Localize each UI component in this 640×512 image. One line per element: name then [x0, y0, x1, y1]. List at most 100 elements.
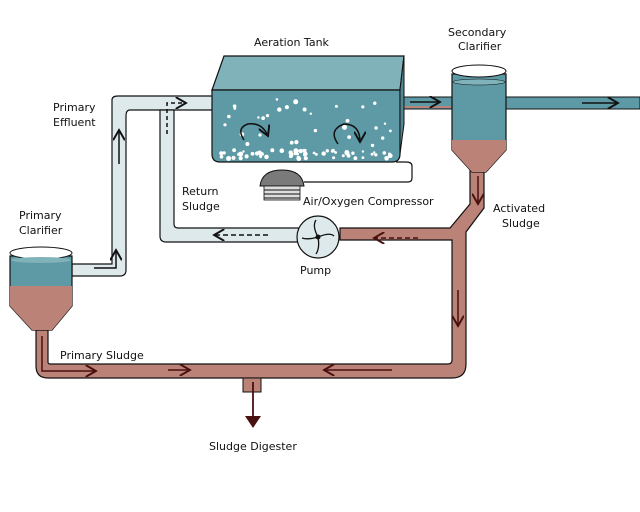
- bubble: [370, 143, 375, 148]
- bubble: [223, 123, 227, 127]
- bubble: [382, 151, 387, 155]
- bubble: [244, 154, 249, 159]
- bubble: [265, 114, 270, 118]
- bubble: [233, 107, 237, 110]
- bubble: [341, 154, 345, 158]
- bubble: [309, 112, 312, 115]
- bubble: [275, 98, 279, 101]
- activated-sludge-pipe: [35, 169, 485, 379]
- label-secondary-clarifier-1: Secondary: [448, 26, 507, 39]
- bubble: [302, 148, 306, 153]
- bubble: [332, 156, 336, 160]
- bubble: [373, 151, 376, 154]
- bubble: [259, 155, 263, 159]
- bubble: [302, 107, 307, 112]
- aeration-tank: [211, 55, 405, 163]
- digester-outlet: [242, 377, 262, 393]
- air-bubbles: [219, 98, 393, 162]
- digester-arrowhead: [245, 416, 261, 428]
- bubble: [232, 149, 236, 153]
- label-compressor: Air/Oxygen Compressor: [303, 195, 434, 208]
- bubble: [325, 149, 329, 153]
- bubble: [321, 151, 326, 156]
- bubble: [303, 156, 308, 161]
- bubble: [344, 150, 350, 156]
- label-secondary-clarifier-2: Clarifier: [458, 40, 502, 53]
- bubble: [374, 126, 378, 130]
- bubble: [293, 151, 298, 156]
- mixing-arrow-left: [240, 123, 268, 141]
- bubble: [245, 142, 250, 146]
- bubble: [361, 150, 365, 153]
- bubble: [361, 105, 365, 109]
- label-primary-clarifier-2: Clarifier: [19, 224, 63, 237]
- bubble: [232, 156, 236, 160]
- bubble: [313, 128, 318, 133]
- bubble: [384, 156, 389, 161]
- arrow-primary-clarifier-out: [94, 250, 116, 269]
- bubble: [232, 104, 237, 108]
- bubble: [279, 148, 285, 153]
- bubble: [334, 151, 337, 154]
- bubble: [222, 151, 226, 155]
- bubble: [219, 155, 224, 159]
- bubble: [226, 156, 232, 161]
- bubble: [242, 150, 245, 153]
- bubble: [237, 152, 241, 156]
- bubble: [342, 124, 347, 130]
- label-activated-sludge-2: Sludge: [502, 217, 540, 230]
- bubble: [353, 156, 358, 161]
- label-primary-effluent-1: Primary: [53, 101, 96, 114]
- secondary-effluent-pipe: [503, 96, 640, 110]
- label-return-sludge-2: Sludge: [182, 200, 220, 213]
- bubble: [257, 116, 260, 119]
- bubble: [330, 149, 334, 153]
- bubble: [334, 104, 338, 108]
- bubble: [298, 148, 303, 154]
- bubble: [296, 156, 302, 162]
- bubble: [347, 135, 351, 140]
- bubble: [389, 129, 392, 133]
- bubble: [374, 153, 378, 157]
- bubble: [289, 152, 294, 157]
- label-primary-effluent-2: Effluent: [53, 116, 96, 129]
- bubble: [315, 153, 318, 156]
- bubble: [370, 152, 374, 156]
- bubble: [294, 140, 299, 145]
- secondary-clarifier: [451, 64, 507, 173]
- label-return-sludge-1: Return: [182, 185, 219, 198]
- bubble: [257, 150, 262, 155]
- pump: [296, 215, 340, 259]
- bubble: [351, 151, 355, 155]
- bubble: [250, 151, 255, 156]
- bubble: [289, 140, 294, 145]
- label-primary-clarifier-1: Primary: [19, 209, 62, 222]
- primary-clarifier: [9, 246, 73, 331]
- bubble: [303, 151, 308, 157]
- bubble: [345, 118, 350, 123]
- bubble: [264, 154, 269, 160]
- bubble: [383, 122, 387, 125]
- bubble: [381, 136, 385, 140]
- label-pump: Pump: [300, 264, 331, 277]
- bubble: [284, 105, 289, 110]
- bubble: [293, 99, 299, 105]
- bubble: [261, 116, 265, 120]
- bubble: [227, 114, 231, 119]
- bubble: [277, 107, 282, 112]
- label-aeration-tank: Aeration Tank: [254, 36, 330, 49]
- bubble: [238, 156, 243, 161]
- arrow-return-into-tank: [166, 103, 186, 134]
- label-activated-sludge-1: Activated: [493, 202, 545, 215]
- air-compressor: [259, 161, 413, 201]
- bubble: [270, 148, 275, 153]
- label-sludge-digester: Sludge Digester: [209, 440, 297, 453]
- bubble: [373, 101, 377, 105]
- mixing-arrow-right: [333, 123, 360, 145]
- label-primary-sludge: Primary Sludge: [60, 349, 144, 362]
- arrow-primary-sludge: [41, 336, 96, 371]
- bubble: [388, 153, 393, 158]
- bubble: [258, 133, 262, 137]
- bubble: [312, 151, 316, 155]
